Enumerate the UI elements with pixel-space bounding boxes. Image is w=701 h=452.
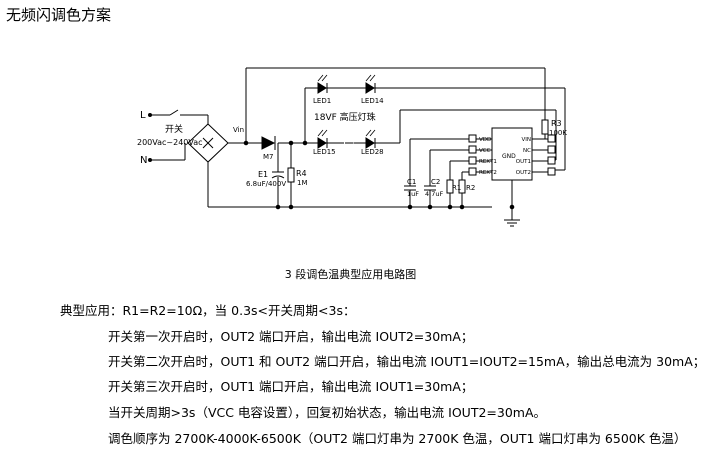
r4-name: R4: [296, 169, 307, 178]
e1-value: 6.8uF/400V: [246, 180, 286, 188]
junction: [243, 140, 249, 146]
pin-rext2: REXT2: [479, 170, 497, 176]
led14: [365, 82, 375, 94]
pin-nc: NC: [523, 148, 531, 154]
led14-label: LED14: [361, 97, 384, 105]
c2-name: C2: [431, 178, 440, 186]
junction: [509, 204, 515, 210]
r1-name: R1: [452, 184, 461, 192]
switch-contact: [169, 109, 179, 116]
r1-resistor: [446, 179, 454, 194]
line-l-label: L: [140, 110, 146, 121]
led15-label: LED15: [313, 148, 336, 156]
junction: [459, 204, 465, 210]
paragraph-third-switch: 开关第三次开启时，OUT1 端口开启，输出电流 IOUT1=30mA；: [108, 379, 474, 394]
r3-name: R3: [551, 119, 562, 128]
paragraph-color-order: 调色顺序为 2700K-4000K-6500K（OUT2 端口灯串为 2700K…: [108, 431, 687, 446]
paragraph-typical-application: 典型应用：R1=R2=10Ω，当 0.3s<开关周期<3s：: [60, 303, 356, 318]
diode-m7: [261, 136, 276, 150]
diode-label: M7: [263, 153, 274, 161]
paragraph-first-switch: 开关第一次开启时，OUT2 端口开启，输出电流 IOUT2=30mA；: [108, 329, 474, 344]
ic-gnd-label: GND: [502, 153, 516, 160]
supply-label: 200Vac~240Vac: [137, 138, 203, 147]
r2-name: R2: [466, 184, 475, 192]
page-title: 无频闪调色方案: [6, 6, 112, 24]
led28-label: LED28: [361, 148, 384, 156]
terminal-n: [148, 158, 152, 162]
switch-label: 开关: [165, 123, 183, 135]
junction: [275, 204, 281, 210]
pin-out1: OUT1: [516, 159, 531, 165]
c2-value: 4.7uF: [425, 190, 443, 198]
junction: [288, 204, 294, 210]
pin-vcc: VCC: [479, 148, 491, 154]
c1-value: 1uF: [407, 190, 419, 198]
e1-name: E1: [258, 170, 268, 179]
r4-resistor: [287, 167, 295, 183]
junction: [288, 140, 294, 146]
junction: [427, 204, 433, 210]
junction: [302, 140, 308, 146]
terminal-l: [148, 113, 152, 117]
led15: [317, 137, 327, 149]
led1-label: LED1: [313, 97, 331, 105]
figure-caption: 3 段调色温典型应用电路图: [284, 268, 417, 281]
pin-vin: VIN: [522, 137, 532, 143]
pin-vdd: VDD: [479, 137, 491, 143]
r4-value: 1M: [297, 179, 308, 187]
led1: [317, 82, 327, 94]
r3-value: 100K: [549, 129, 567, 137]
led-string-label: 18VF 高压灯珠: [314, 111, 376, 123]
r2-resistor: [458, 179, 466, 194]
junction: [447, 204, 453, 210]
paragraph-second-switch: 开关第二次开启时，OUT1 和 OUT2 端口开启，输出电流 IOUT1=IOU…: [108, 354, 701, 369]
circuit-diagram: L N 开关 200Vac~240Vac Vin M7 E1 6.8uF/400…: [137, 67, 567, 227]
pin-rext1: REXT1: [479, 159, 497, 165]
line-n-label: N: [140, 155, 147, 166]
r3-resistor: [541, 119, 549, 135]
junction: [407, 204, 413, 210]
paragraph-reset: 当开关周期>3s（VCC 电容设置），回复初始状态，输出电流 IOUT2=30m…: [108, 405, 547, 420]
vin-label: Vin: [233, 126, 244, 134]
c1-name: C1: [407, 178, 416, 186]
pin-out2: OUT2: [516, 170, 531, 176]
led28: [365, 137, 375, 149]
